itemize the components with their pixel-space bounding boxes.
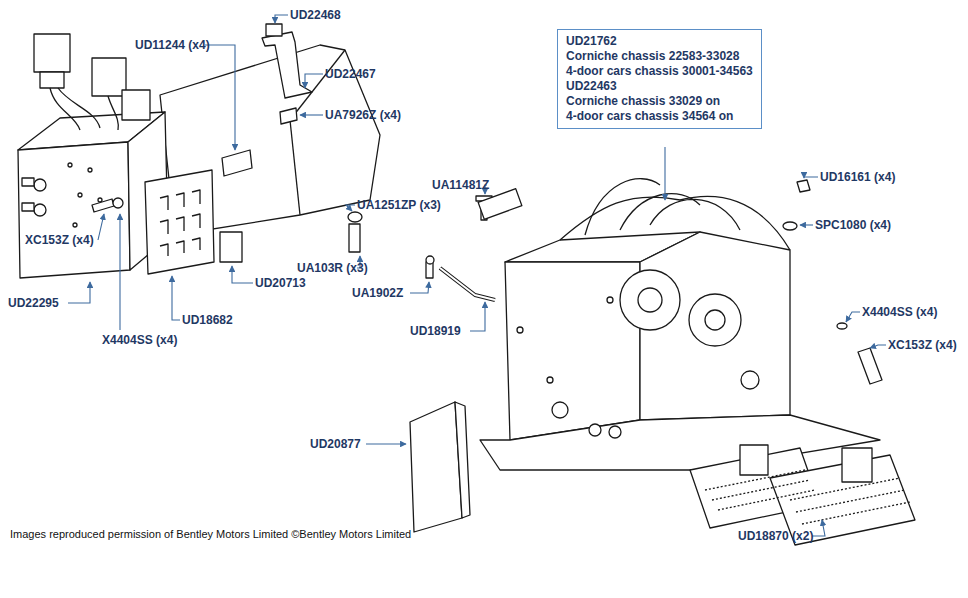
note-text: 4-door cars chassis 30001-34563 — [566, 64, 753, 79]
part-number: UD18682 — [182, 313, 233, 327]
part-number: UD22467 — [325, 67, 376, 81]
part-number: XC153Z (x4) — [25, 233, 94, 247]
variant-note-box: UD21762Corniche chassis 22583-330284-doo… — [557, 29, 762, 129]
note-text: UD22463 — [566, 79, 753, 94]
note-text: UD21762 — [566, 34, 753, 49]
part-number: UA11481Z — [432, 178, 489, 192]
part-number: UD20713 — [255, 276, 306, 290]
part-number: XC153Z (x4) — [888, 338, 957, 352]
part-number: UA1902Z — [352, 286, 403, 300]
note-text: 4-door cars chassis 34564 on — [566, 109, 753, 124]
part-number: UA1251ZP (x3) — [357, 198, 441, 212]
part-number: UD11244 (x4) — [135, 38, 210, 52]
note-text: Corniche chassis 33029 on — [566, 94, 753, 109]
part-number: SPC1080 (x4) — [815, 218, 891, 232]
part-number: X4404SS (x4) — [862, 305, 937, 319]
part-number: UD22468 — [290, 8, 341, 22]
part-number: UD18919 — [410, 324, 461, 338]
part-number: UD20877 — [310, 437, 361, 451]
note-text: Corniche chassis 22583-33028 — [566, 49, 753, 64]
part-number: UA7926Z (x4) — [325, 108, 401, 122]
part-number: UD16161 (x4) — [820, 170, 895, 184]
part-number: UD22295 — [8, 296, 59, 310]
part-number: UA103R (x3) — [297, 261, 368, 275]
part-number: X4404SS (x4) — [102, 333, 177, 347]
copyright-note: Images reproduced permission of Bentley … — [10, 527, 411, 541]
part-number: UD18870 (x2) — [738, 529, 813, 543]
